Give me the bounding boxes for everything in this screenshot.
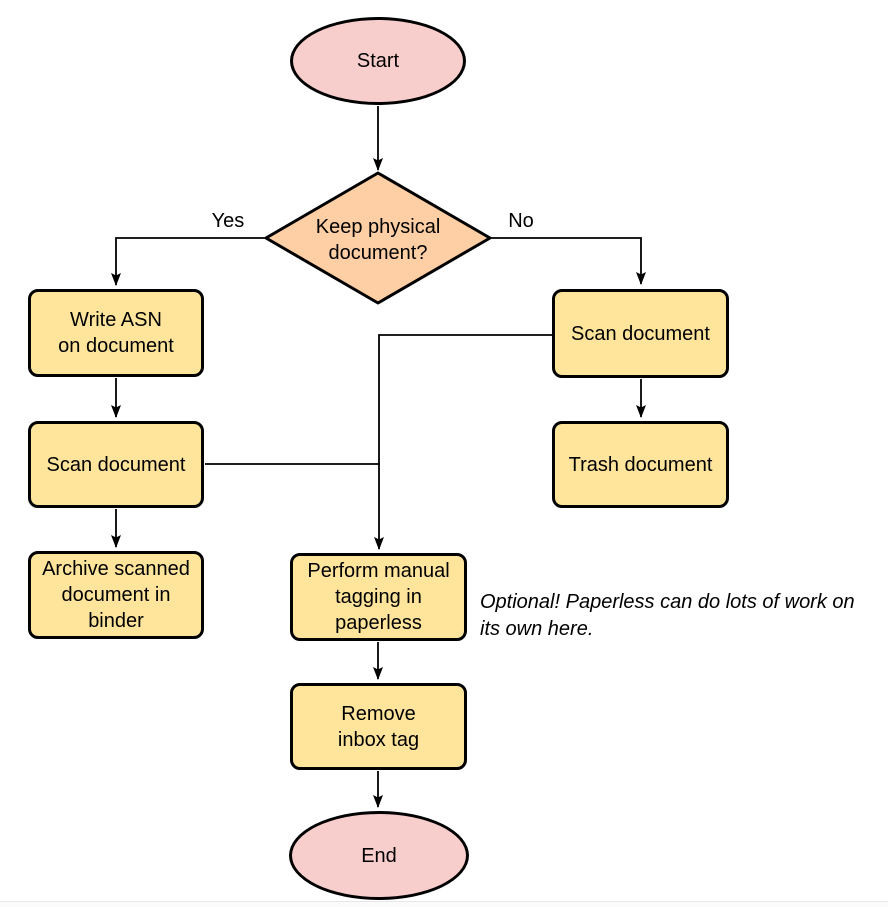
decision-node-label: Keep physical document? [315,216,441,264]
yes-edge-label: Yes [211,210,245,232]
scan-document-right-label: Scan document [571,322,710,345]
end-node: End [289,811,469,900]
note-text: Optional! Paperless can do lots of work … [480,591,855,640]
process-node-scan-document-left: Scan document [28,421,204,508]
start-node-label: Start [356,50,400,72]
end-node-label: End [361,844,397,867]
edge-scan-right-to-tagging [374,334,552,550]
remove-inbox-tag-label: Remove inbox tag [337,702,420,751]
process-node-remove-inbox-tag: Remove inbox tag [290,683,467,770]
page-bottom-divider [0,901,888,907]
edge-decision-no-to-scan-right [490,237,646,285]
tagging-label: Perform manual tagging in paperless [307,560,450,634]
write-asn-label: Write ASN on document [58,309,174,357]
process-node-tagging: Perform manual tagging in paperless [290,553,467,641]
process-node-scan-document-right: Scan document [552,289,729,378]
start-node: Start [290,17,466,105]
process-node-trash: Trash document [552,421,729,508]
archive-label: Archive scanned document in binder [42,558,190,632]
edge-decision-yes-to-write-asn [111,237,266,286]
scan-document-left-label: Scan document [46,453,186,476]
trash-label: Trash document [568,453,713,476]
process-node-archive: Archive scanned document in binder [28,551,204,639]
no-edge-label: No [508,210,534,232]
decision-diamond-shape [264,171,492,305]
process-node-write-asn: Write ASN on document [28,289,204,377]
